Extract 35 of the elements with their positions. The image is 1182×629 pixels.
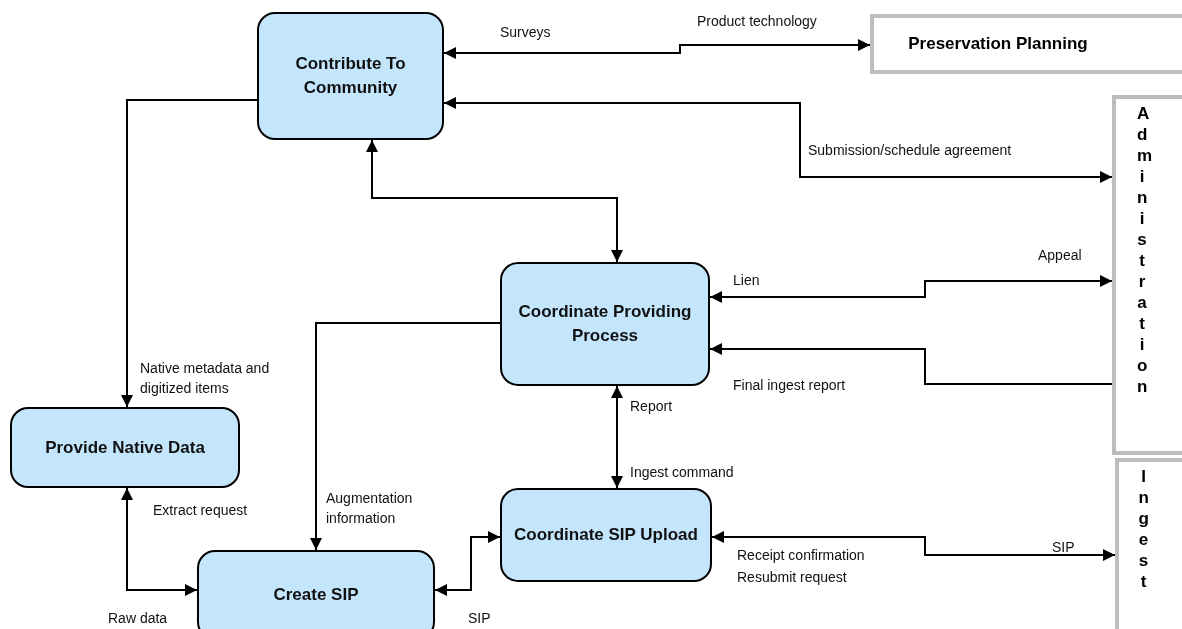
flow-label: Raw data xyxy=(108,609,168,628)
flow-label: Native metadata and digitized items xyxy=(140,359,271,398)
flow-label: Appeal xyxy=(1038,246,1082,265)
flow-label: Extract request xyxy=(153,501,248,520)
external-entity-box: Ingest xyxy=(1115,458,1182,629)
flow-label: Surveys xyxy=(500,23,551,42)
flow-label: Submission/schedule agreement xyxy=(808,141,1012,160)
flow-label: Final ingest report xyxy=(733,376,846,395)
flow-label: Resubmit request xyxy=(737,568,847,587)
arrow xyxy=(310,322,501,551)
external-entity-box: Preservation Planning xyxy=(870,14,1182,74)
flow-label: Report xyxy=(630,397,673,416)
arrow xyxy=(709,343,1113,385)
flow-label: Augmentation information xyxy=(326,489,414,528)
arrow xyxy=(121,99,258,408)
external-entity-box: Administration xyxy=(1112,95,1182,455)
arrow xyxy=(709,275,1113,303)
arrow xyxy=(443,39,871,59)
flow-label: SIP xyxy=(468,609,491,628)
flow-label: SIP xyxy=(1052,538,1075,557)
arrow xyxy=(121,487,198,596)
flow-label: Ingest command xyxy=(630,463,734,482)
arrow xyxy=(611,385,623,489)
arrow xyxy=(366,139,623,263)
process-box: Provide Native Data xyxy=(10,407,240,488)
process-box: Create SIP xyxy=(197,550,435,629)
flow-label: Lien xyxy=(733,271,760,290)
arrow xyxy=(443,97,1113,183)
flow-label: Product technology xyxy=(697,12,817,31)
flow-label: Receipt confirmation xyxy=(737,546,865,565)
process-box: Coordinate SIP Upload xyxy=(500,488,712,582)
arrow xyxy=(434,531,501,596)
arrow xyxy=(711,531,1116,561)
process-box: Contribute To Community xyxy=(257,12,444,140)
process-box: Coordinate Providing Process xyxy=(500,262,710,386)
